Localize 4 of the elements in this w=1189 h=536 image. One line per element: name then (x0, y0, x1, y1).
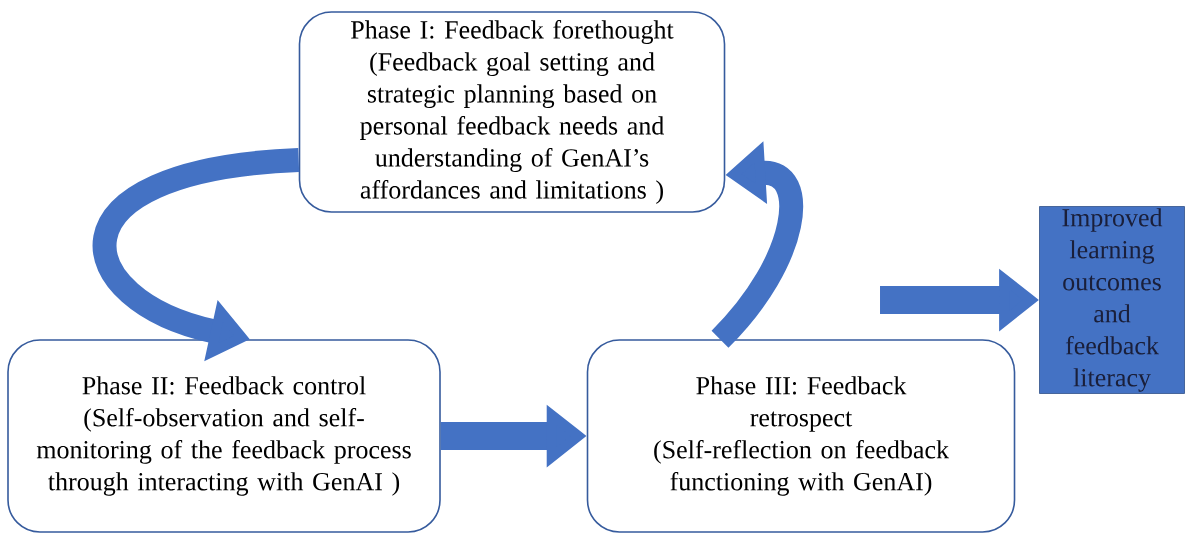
phase-box: Phase III: Feedback retrospect (Self-reflection on feedback functioning with GenAI) (586, 339, 1016, 533)
phase-box: Phase II: Feedback control (Self-observation and self-monitoring of the feedback process through interacting with GenAI ) (7, 339, 441, 533)
outcome-box: Improved learning outcomes and feedback literacy (1039, 206, 1185, 394)
phase-box: Phase I: Feedback forethought (Feedback goal setting and strategic planning based on personal feedback needs and understanding of GenAI’s affordances and limitations ) (298, 11, 726, 213)
